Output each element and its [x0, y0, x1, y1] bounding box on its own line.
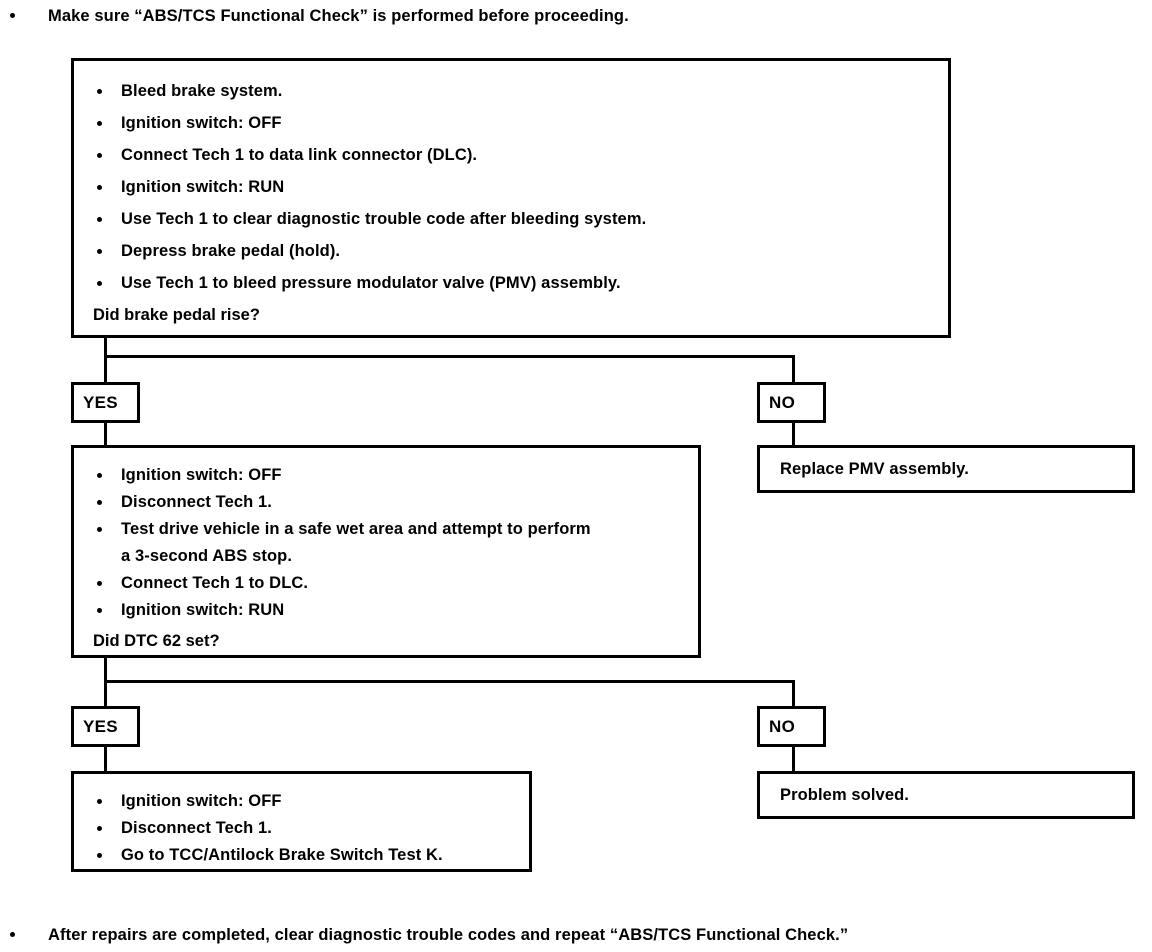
bullet-icon: [97, 608, 102, 613]
list-item: Test drive vehicle in a safe wet area an…: [97, 516, 591, 570]
list-item: Ignition switch: OFF: [97, 111, 646, 143]
connector-branch2-right-down: [792, 680, 795, 707]
list-item: Go to TCC/Antilock Brake Switch Test K.: [97, 842, 443, 869]
step2-item-2: Disconnect Tech 1.: [121, 493, 272, 511]
connector-branch2-left-down: [104, 680, 107, 707]
step3-item-2: Disconnect Tech 1.: [121, 819, 272, 837]
decision2-no-result-text: Problem solved.: [780, 786, 909, 804]
list-item: Use Tech 1 to clear diagnostic trouble c…: [97, 207, 646, 239]
step1-item-1: Bleed brake system.: [121, 82, 283, 100]
decision2-yes-box: YES: [71, 706, 140, 747]
list-item: Disconnect Tech 1.: [97, 815, 443, 842]
connector-branch-bar-2: [104, 680, 795, 683]
bullet-icon: [97, 527, 102, 532]
list-item: Ignition switch: RUN: [97, 597, 591, 624]
step3-item-1: Ignition switch: OFF: [121, 792, 282, 810]
step2-item-4: Connect Tech 1 to DLC.: [121, 574, 309, 592]
list-item: Ignition switch: RUN: [97, 175, 646, 207]
top-note-text: Make sure “ABS/TCS Functional Check” is …: [48, 7, 629, 25]
list-item: Ignition switch: OFF: [97, 462, 591, 489]
decision2-no-label: NO: [769, 716, 796, 736]
step2-list: Ignition switch: OFF Disconnect Tech 1. …: [97, 462, 591, 624]
step2-question: Did DTC 62 set?: [93, 632, 220, 650]
step1-box: Bleed brake system. Ignition switch: OFF…: [71, 58, 951, 338]
step1-item-3: Connect Tech 1 to data link connector (D…: [121, 146, 478, 164]
bullet-icon: [97, 853, 102, 858]
bullet-icon: [97, 121, 102, 126]
list-item: Disconnect Tech 1.: [97, 489, 591, 516]
step2-item-3-line2: a 3-second ABS stop.: [121, 547, 293, 565]
decision1-no-result-text: Replace PMV assembly.: [780, 460, 969, 478]
connector-no1-down: [792, 423, 795, 445]
bullet-icon: [97, 799, 102, 804]
decision1-no-label: NO: [769, 392, 796, 412]
step1-item-2: Ignition switch: OFF: [121, 114, 282, 132]
step1-question: Did brake pedal rise?: [93, 306, 260, 324]
step3-box: Ignition switch: OFF Disconnect Tech 1. …: [71, 771, 532, 872]
connector-branch-bar-1: [104, 355, 795, 358]
step1-list: Bleed brake system. Ignition switch: OFF…: [97, 79, 646, 303]
bullet-icon: [97, 281, 102, 286]
step3-list: Ignition switch: OFF Disconnect Tech 1. …: [97, 788, 443, 869]
step1-item-7: Use Tech 1 to bleed pressure modulator v…: [121, 274, 621, 292]
connector-branch1-right-down: [792, 355, 795, 383]
bullet-icon: [97, 473, 102, 478]
list-item: Connect Tech 1 to DLC.: [97, 570, 591, 597]
connector-no2-down: [792, 747, 795, 771]
decision1-yes-label: YES: [83, 392, 118, 412]
step1-item-6: Depress brake pedal (hold).: [121, 242, 341, 260]
bullet-icon: [97, 153, 102, 158]
bullet-icon: [97, 581, 102, 586]
bullet-icon: [97, 826, 102, 831]
decision1-no-box: NO: [757, 382, 826, 423]
bottom-note-text: After repairs are completed, clear diagn…: [48, 926, 849, 944]
step1-item-5: Use Tech 1 to clear diagnostic trouble c…: [121, 210, 647, 228]
bullet-icon: [97, 89, 102, 94]
connector-yes1-down: [104, 423, 107, 445]
connector-step2-down: [104, 658, 107, 683]
connector-yes2-down: [104, 747, 107, 772]
bullet-icon: [10, 13, 15, 18]
decision1-yes-box: YES: [71, 382, 140, 423]
connector-branch1-left-down: [104, 355, 107, 383]
step2-item-3-line1: Test drive vehicle in a safe wet area an…: [121, 520, 591, 538]
step2-item-1: Ignition switch: OFF: [121, 466, 282, 484]
step1-item-4: Ignition switch: RUN: [121, 178, 285, 196]
decision2-yes-label: YES: [83, 716, 118, 736]
list-item: Ignition switch: OFF: [97, 788, 443, 815]
decision1-no-result-box: Replace PMV assembly.: [757, 445, 1135, 493]
decision2-no-box: NO: [757, 706, 826, 747]
list-item: Connect Tech 1 to data link connector (D…: [97, 143, 646, 175]
bullet-icon: [97, 500, 102, 505]
list-item: Use Tech 1 to bleed pressure modulator v…: [97, 271, 646, 303]
step2-item-3: Test drive vehicle in a safe wet area an…: [121, 516, 591, 570]
decision2-no-result-box: Problem solved.: [757, 771, 1135, 819]
connector-step1-down: [104, 338, 107, 358]
step3-item-3: Go to TCC/Antilock Brake Switch Test K.: [121, 846, 443, 864]
bullet-icon: [97, 185, 102, 190]
step2-item-5: Ignition switch: RUN: [121, 601, 285, 619]
list-item: Bleed brake system.: [97, 79, 646, 111]
bullet-icon: [10, 932, 15, 937]
bullet-icon: [97, 217, 102, 222]
list-item: Depress brake pedal (hold).: [97, 239, 646, 271]
step2-box: Ignition switch: OFF Disconnect Tech 1. …: [71, 445, 701, 658]
bullet-icon: [97, 249, 102, 254]
